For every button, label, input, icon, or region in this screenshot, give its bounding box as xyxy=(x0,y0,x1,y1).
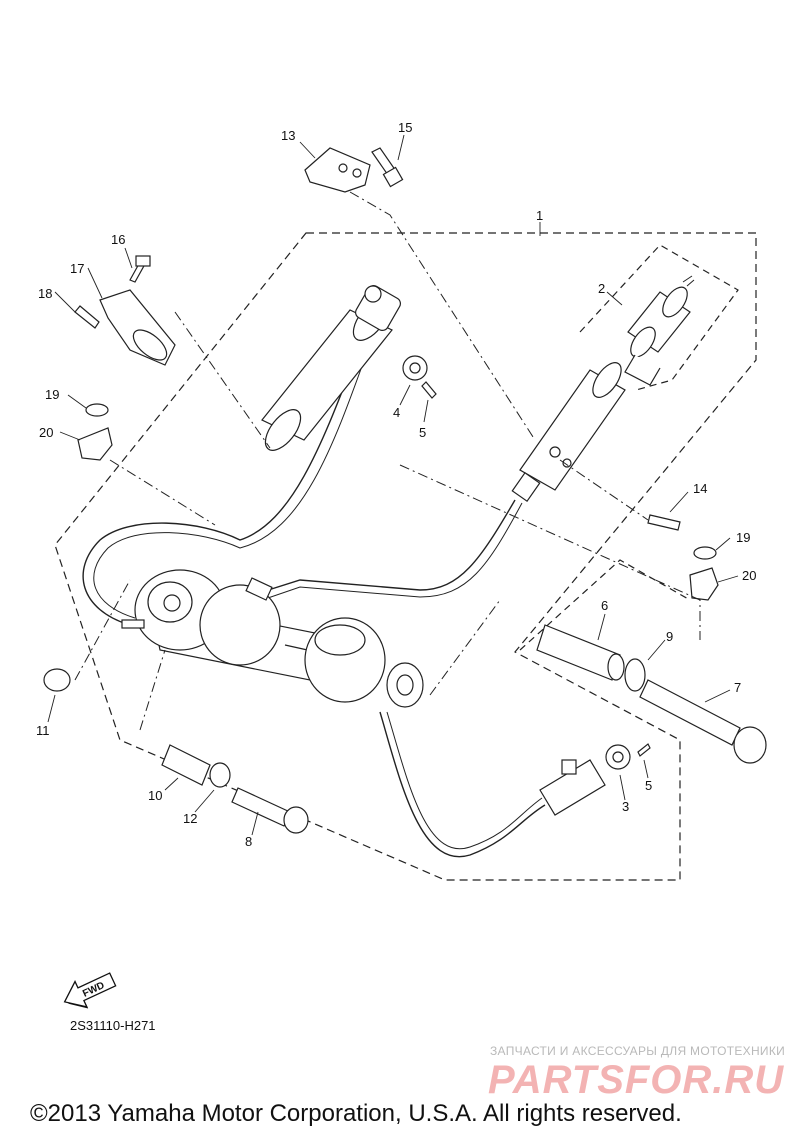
callout-8: 8 xyxy=(245,834,252,849)
collar-6 xyxy=(536,624,625,681)
subassembly-2-boundary xyxy=(579,244,739,391)
callout-17: 17 xyxy=(70,261,84,276)
screw-5-lower xyxy=(637,743,651,757)
hose-reservoir-inner xyxy=(93,321,379,619)
watermark-brand: PARTSFOR.RU xyxy=(488,1058,785,1102)
callout-9: 9 xyxy=(666,629,673,644)
leader-13-to-adjuster xyxy=(349,191,536,441)
clamp-17 xyxy=(99,289,176,366)
nut-4 xyxy=(402,355,428,381)
fwd-arrow-icon: FWD xyxy=(63,972,117,1009)
adjuster-knob xyxy=(624,275,695,386)
callout-4: 4 xyxy=(393,405,400,420)
washer-19-right xyxy=(693,546,717,560)
bracket-13 xyxy=(304,147,371,193)
callout-15: 15 xyxy=(398,120,412,135)
adjuster-cable xyxy=(261,499,516,593)
lower-adjuster xyxy=(539,759,606,816)
callout-7: 7 xyxy=(734,680,741,695)
callout-6: 6 xyxy=(601,598,608,613)
callout-20-left: 20 xyxy=(39,425,53,440)
copyright-notice: ©2013 Yamaha Motor Corporation, U.S.A. A… xyxy=(30,1100,682,1127)
clip-20-left xyxy=(77,427,113,461)
callout-14: 14 xyxy=(693,481,707,496)
callout-3: 3 xyxy=(622,799,629,814)
clip-20-right xyxy=(689,567,719,601)
leader-14-to-adjuster xyxy=(559,459,649,521)
callout-10: 10 xyxy=(148,788,162,803)
bolt-8 xyxy=(231,787,309,834)
callout-13: 13 xyxy=(281,128,295,143)
lower-cable-inner xyxy=(386,711,543,850)
assembly-1-boundary xyxy=(54,232,757,881)
nut-11 xyxy=(43,668,71,692)
callout-19-left: 19 xyxy=(45,387,59,402)
fwd-label: FWD xyxy=(81,980,106,1000)
bolt-7 xyxy=(639,679,767,764)
washer-9 xyxy=(624,658,646,692)
leader-20-right-to-body xyxy=(399,464,701,640)
nut-3 xyxy=(605,744,631,770)
lower-cable xyxy=(379,711,546,858)
subassembly-6-7-boundary xyxy=(519,559,691,651)
callout-1: 1 xyxy=(536,208,543,223)
callout-5-upper: 5 xyxy=(419,425,426,440)
callout-19-right: 19 xyxy=(736,530,750,545)
collar-10 xyxy=(161,744,211,786)
screw-5-upper xyxy=(421,381,437,399)
leader-11-to-body xyxy=(74,579,131,681)
leader-6-to-body xyxy=(429,599,501,696)
callout-11: 11 xyxy=(36,723,50,738)
diagram-code: 2S31110-H271 xyxy=(70,1018,156,1033)
washer-19-left xyxy=(85,403,109,417)
leader-17-to-reservoir xyxy=(174,311,271,449)
adjuster-cable-inner xyxy=(264,502,523,600)
leader-10-to-body xyxy=(139,649,166,731)
shock-body xyxy=(121,569,424,708)
watermark-subtitle: ЗАПЧАСТИ И АКСЕССУАРЫ ДЛЯ МОТОТЕХНИКИ xyxy=(490,1044,786,1058)
bolt-16 xyxy=(129,255,151,283)
reservoir-cylinder xyxy=(261,285,401,451)
callout-20-right: 20 xyxy=(742,568,756,583)
washer-12 xyxy=(209,762,231,788)
callout-16: 16 xyxy=(111,232,125,247)
callout-5-lower: 5 xyxy=(645,778,652,793)
bolt-14 xyxy=(647,514,681,531)
bolt-15 xyxy=(371,147,404,188)
callout-18: 18 xyxy=(38,286,52,301)
hose-reservoir xyxy=(82,319,371,626)
callout-12: 12 xyxy=(183,811,197,826)
remote-adjuster xyxy=(511,362,626,503)
callout-2: 2 xyxy=(598,281,605,296)
bolt-18 xyxy=(74,305,100,329)
callouts: 1 2 3 4 5 5 6 7 8 9 10 11 12 13 14 15 16… xyxy=(36,120,756,849)
leader-20-to-hose xyxy=(109,459,216,526)
